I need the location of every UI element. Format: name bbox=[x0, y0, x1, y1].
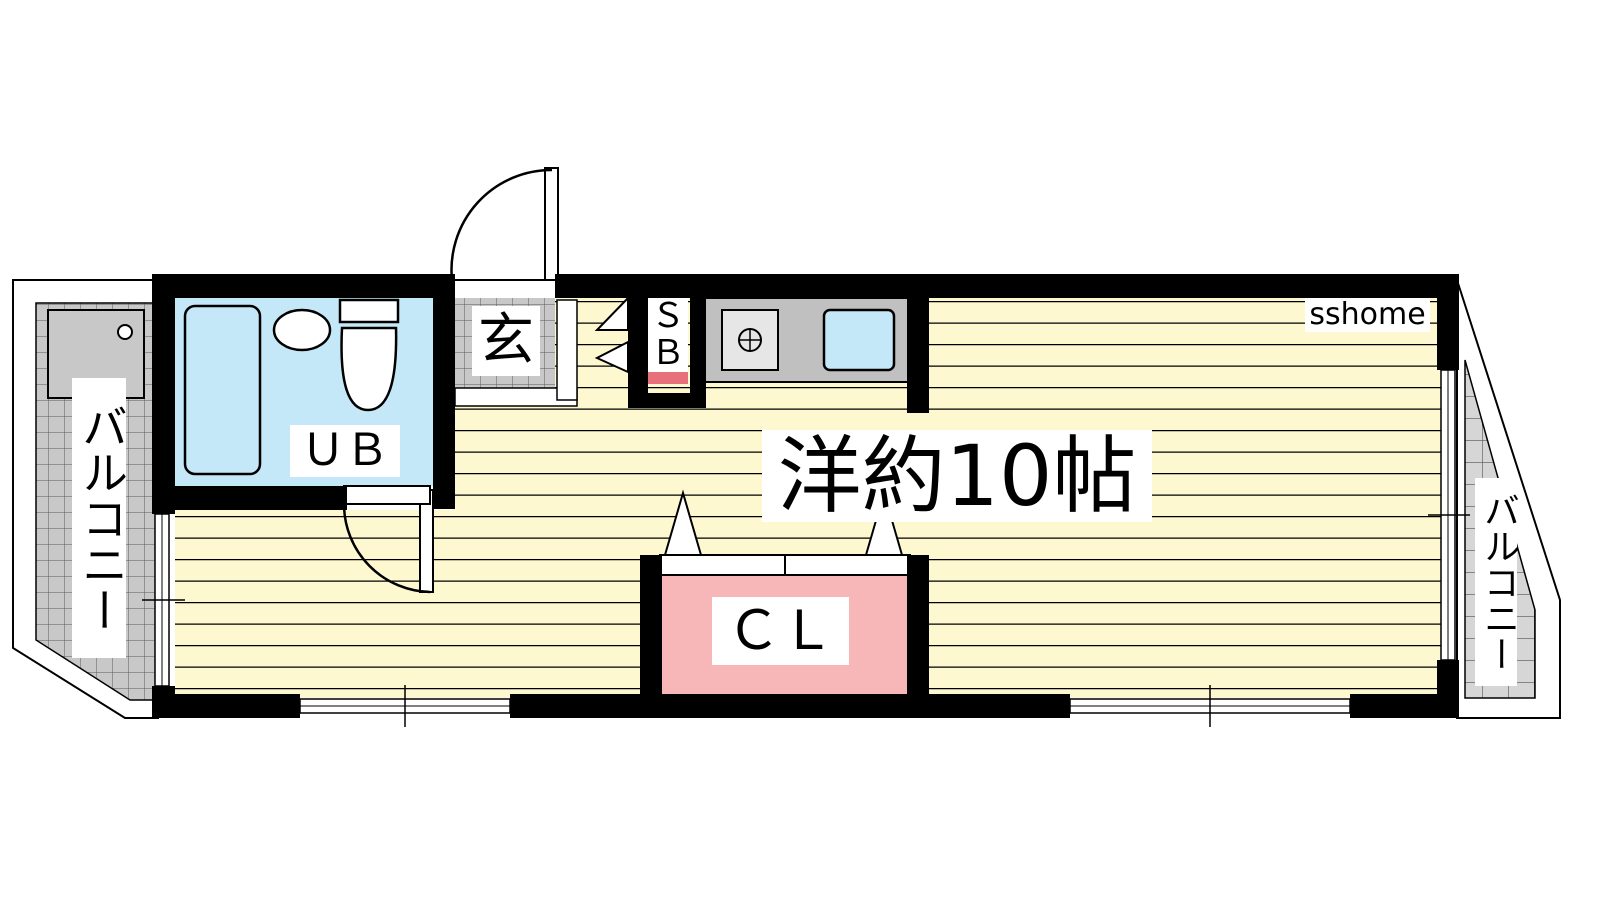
unit-bath-label: ＵＢ bbox=[290, 425, 400, 477]
closet-door-arrow-icon bbox=[663, 489, 703, 556]
balcony-left-label: バルコニー bbox=[72, 378, 129, 658]
balcony-right-text: バルコニー bbox=[1478, 492, 1519, 672]
kitchen-counter bbox=[704, 297, 911, 383]
shoe-box-label: ＳＢ bbox=[648, 298, 688, 372]
walls bbox=[152, 274, 1459, 718]
window-bottom-left bbox=[299, 685, 511, 727]
window-bottom-right bbox=[1069, 685, 1351, 727]
entrance-label: 玄 bbox=[472, 306, 540, 376]
shoe-box-text: ＳＢ bbox=[651, 296, 685, 373]
western-room-label: 洋約10帖 bbox=[762, 430, 1152, 522]
toilet-icon bbox=[338, 298, 400, 412]
bathtub-icon bbox=[183, 304, 262, 476]
closet-door-arrow-icon bbox=[864, 489, 904, 556]
shoe-box bbox=[594, 295, 688, 384]
balcony-left-text: バルコニー bbox=[75, 403, 129, 633]
window-left bbox=[142, 513, 185, 687]
kitchen-sink-icon bbox=[822, 308, 896, 372]
balcony-right-label: バルコニー bbox=[1475, 478, 1519, 686]
closet-label: ＣＬ bbox=[712, 597, 849, 665]
window-right bbox=[1428, 369, 1470, 661]
sink-icon bbox=[272, 308, 332, 352]
entrance-door bbox=[450, 167, 559, 281]
watermark-label: sshome bbox=[1305, 298, 1430, 332]
